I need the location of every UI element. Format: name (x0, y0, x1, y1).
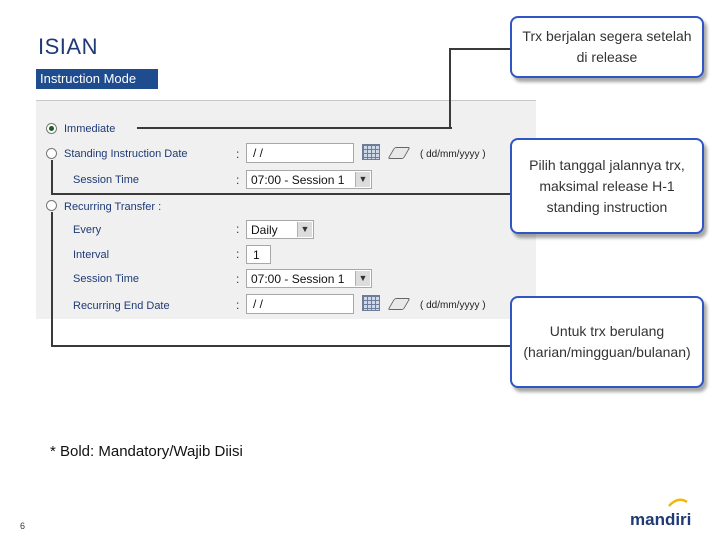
callout-text: Trx berjalan segera setelah di release (522, 28, 692, 65)
recurring-end-date-label: Recurring End Date (73, 300, 170, 312)
chevron-down-icon[interactable]: ▼ (297, 222, 312, 237)
colon: : (236, 298, 240, 312)
every-label: Every (73, 224, 102, 236)
chevron-down-icon[interactable]: ▼ (355, 271, 370, 286)
recurring-transfer-label: Recurring Transfer : (64, 201, 162, 213)
page-number: 6 (20, 521, 26, 531)
connector-line (51, 212, 53, 346)
session-time-label: Session Time (73, 273, 140, 285)
instruction-mode-tab[interactable]: Instruction Mode (36, 69, 158, 89)
immediate-label: Immediate (64, 123, 116, 135)
mandiri-logo-wave-icon (668, 498, 688, 507)
connector-line (51, 345, 512, 347)
connector-line (51, 160, 53, 194)
standing-instruction-radio[interactable] (46, 148, 57, 159)
session-time-value: 07:00 - Session 1 (251, 272, 345, 286)
recurring-session-time-select[interactable]: 07:00 - Session 1 ▼ (246, 269, 372, 288)
recurring-transfer-radio[interactable] (46, 200, 57, 211)
session-time-select[interactable]: 07:00 - Session 1 ▼ (246, 170, 372, 189)
session-time-value: 07:00 - Session 1 (251, 173, 345, 187)
callout-text: Pilih tanggal jalannya trx, maksimal rel… (529, 156, 685, 215)
page-title: ISIAN (38, 34, 98, 59)
standing-date-input[interactable]: / / (246, 143, 354, 163)
mandatory-note: * Bold: Mandatory/Wajib Diisi (50, 443, 243, 460)
callout-recurring: Untuk trx berulang (harian/mingguan/bula… (510, 296, 704, 388)
connector-line (449, 48, 451, 129)
colon: : (236, 173, 240, 187)
colon: : (236, 272, 240, 286)
calendar-icon[interactable] (362, 144, 380, 160)
date-format-hint: ( dd/mm/yyyy ) (420, 149, 486, 160)
mandiri-logo: mandiri (630, 510, 692, 529)
every-select[interactable]: Daily ▼ (246, 220, 314, 239)
interval-label: Interval (73, 249, 110, 261)
connector-line (137, 127, 452, 129)
callout-text: Untuk trx berulang (harian/mingguan/bula… (523, 323, 691, 360)
colon: : (236, 247, 240, 261)
connector-line (449, 48, 511, 50)
callout-immediate: Trx berjalan segera setelah di release (510, 16, 704, 78)
standing-date-label: Standing Instruction Date (64, 148, 188, 160)
chevron-down-icon[interactable]: ▼ (355, 172, 370, 187)
session-time-label: Session Time (73, 174, 140, 186)
interval-input[interactable]: 1 (246, 245, 271, 264)
colon: : (236, 222, 240, 236)
callout-standing-instruction: Pilih tanggal jalannya trx, maksimal rel… (510, 138, 704, 234)
every-value: Daily (251, 223, 278, 237)
recurring-end-date-input[interactable]: / / (246, 294, 354, 314)
colon: : (236, 147, 240, 161)
immediate-radio[interactable] (46, 123, 57, 134)
connector-line (51, 193, 512, 195)
date-format-hint: ( dd/mm/yyyy ) (420, 300, 486, 311)
calendar-icon[interactable] (362, 295, 380, 311)
